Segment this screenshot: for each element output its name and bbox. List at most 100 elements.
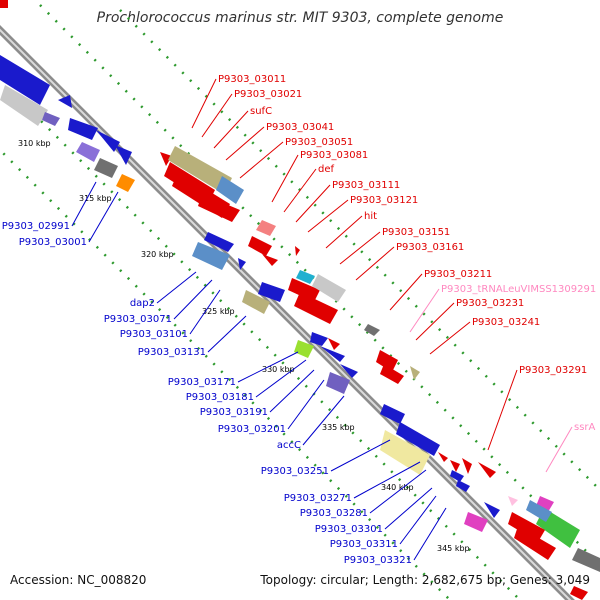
gene-arrow <box>320 346 345 362</box>
forward-gene-label[interactable]: hit <box>364 211 377 222</box>
gene-arrow <box>0 85 48 126</box>
gene-arrow <box>484 502 500 518</box>
leader-line <box>213 110 249 149</box>
forward-gene-label[interactable]: P9303_03011 <box>218 74 286 85</box>
reverse-gene-label[interactable]: P9303_03101 <box>120 329 188 340</box>
reverse-gene-label[interactable]: P9303_03191 <box>200 407 268 418</box>
leader-line <box>71 181 97 227</box>
leader-line <box>415 302 455 341</box>
leader-line <box>189 289 221 335</box>
leader-line <box>384 487 433 530</box>
gene-arrow <box>94 158 118 178</box>
forward-gene-label[interactable]: P9303_03241 <box>472 317 540 328</box>
reverse-gene-label[interactable]: P9303_03311 <box>330 539 398 550</box>
forward-gene-label[interactable]: P9303_03231 <box>456 298 524 309</box>
kbp-tick-label: 320 kbp <box>141 250 174 259</box>
gene-arrow <box>0 55 50 105</box>
gene-arrow <box>262 254 278 266</box>
forward-gene-label[interactable]: sufC <box>250 106 272 117</box>
reverse-gene-label[interactable]: P9303_03181 <box>186 392 254 403</box>
leader-line <box>237 351 299 383</box>
leader-line <box>307 199 349 233</box>
gene-arrow <box>328 338 340 350</box>
gene-arrow <box>364 324 380 336</box>
forward-gene-label[interactable]: def <box>318 164 335 175</box>
leader-line <box>389 273 423 311</box>
gene-arrow <box>462 458 472 474</box>
gene-arrow <box>450 470 464 482</box>
forward-gene-label[interactable]: P9303_03081 <box>300 150 368 161</box>
kbp-tick-label: 310 kbp <box>18 139 51 148</box>
gene-arrow <box>526 500 552 522</box>
gene-arrow <box>380 404 405 424</box>
reverse-gene-label[interactable]: P9303_03301 <box>315 524 383 535</box>
leader-line <box>355 246 395 281</box>
gene-arrow <box>115 145 132 165</box>
gene-arrow <box>508 512 545 542</box>
accession-text: Accession: NC_008820 <box>10 573 147 587</box>
gene-arrow <box>294 340 314 358</box>
leader-line <box>409 288 440 333</box>
topology-text: Topology: circular; Length: 2,682,675 bp… <box>260 573 590 587</box>
genome-backbone <box>0 25 575 600</box>
forward-gene-label[interactable]: P9303_03021 <box>234 89 302 100</box>
reverse-gene-label[interactable]: P9303_03171 <box>168 377 236 388</box>
reverse-gene-label[interactable]: P9303_03251 <box>261 466 329 477</box>
gene-arrow <box>58 95 72 108</box>
leader-line <box>287 379 325 430</box>
gene-arrow <box>570 586 588 600</box>
reverse-gene-label[interactable]: P9303_02991 <box>2 221 70 232</box>
gene-arrow <box>396 422 440 456</box>
gene-arrow <box>204 232 234 252</box>
leader-line <box>545 426 573 473</box>
forward-gene-label[interactable]: P9303_03211 <box>424 269 492 280</box>
gene-arrow <box>376 350 398 372</box>
gene-arrow <box>258 282 285 302</box>
leader-line <box>353 461 421 499</box>
gene-arrow <box>295 246 300 256</box>
gene-arrow <box>192 242 230 270</box>
gene-arrow <box>572 548 600 572</box>
gene-arrow <box>198 194 240 222</box>
gene-arrow <box>456 480 470 492</box>
gene-arrow <box>310 332 328 346</box>
leader-line <box>487 369 518 451</box>
forward-gene-label[interactable]: P9303_03041 <box>266 122 334 133</box>
gene-arrow <box>288 278 320 302</box>
reverse-gene-label[interactable]: P9303_03071 <box>104 314 172 325</box>
gene-arrow <box>96 130 120 152</box>
reverse-gene-label[interactable]: P9303_03201 <box>218 424 286 435</box>
leader-line <box>271 154 299 203</box>
leader-line <box>173 279 213 320</box>
gene-arrow <box>116 174 135 192</box>
forward-gene-label[interactable]: P9303_03051 <box>285 137 353 148</box>
forward-gene-label[interactable]: P9303_03111 <box>332 180 400 191</box>
reverse-gene-label[interactable]: P9303_03281 <box>300 508 368 519</box>
reverse-gene-label[interactable]: dap2 <box>130 298 155 309</box>
reverse-gene-label[interactable]: P9303_03321 <box>344 555 412 566</box>
rna-gene-label[interactable]: ssrA <box>574 422 596 433</box>
leader-line <box>295 184 331 223</box>
guide-dots <box>0 4 600 600</box>
reverse-gene-label[interactable]: accC <box>277 440 301 451</box>
forward-gene-label[interactable]: P9303_03151 <box>382 227 450 238</box>
gene-arrow <box>216 176 244 204</box>
forward-gene-label[interactable]: P9303_03161 <box>396 242 464 253</box>
reverse-gene-label[interactable]: P9303_03001 <box>19 237 87 248</box>
forward-gene-label[interactable]: P9303_03121 <box>350 195 418 206</box>
leader-line <box>191 78 217 129</box>
gene-arrow <box>326 372 350 394</box>
forward-gene-label[interactable]: P9303_03291 <box>519 365 587 376</box>
gene-arrow <box>242 290 270 314</box>
gene-arrow <box>68 118 98 140</box>
leader-line <box>325 215 363 249</box>
leader-line <box>207 315 247 353</box>
leader-line <box>255 359 307 398</box>
reverse-gene-label[interactable]: P9303_03131 <box>138 347 206 358</box>
leader-line <box>330 439 391 472</box>
gene-arrow <box>410 366 420 380</box>
rna-gene-label[interactable]: P9303_tRNALeuVIMSS1309291 <box>441 284 596 295</box>
reverse-gene-label[interactable]: P9303_03271 <box>284 493 352 504</box>
